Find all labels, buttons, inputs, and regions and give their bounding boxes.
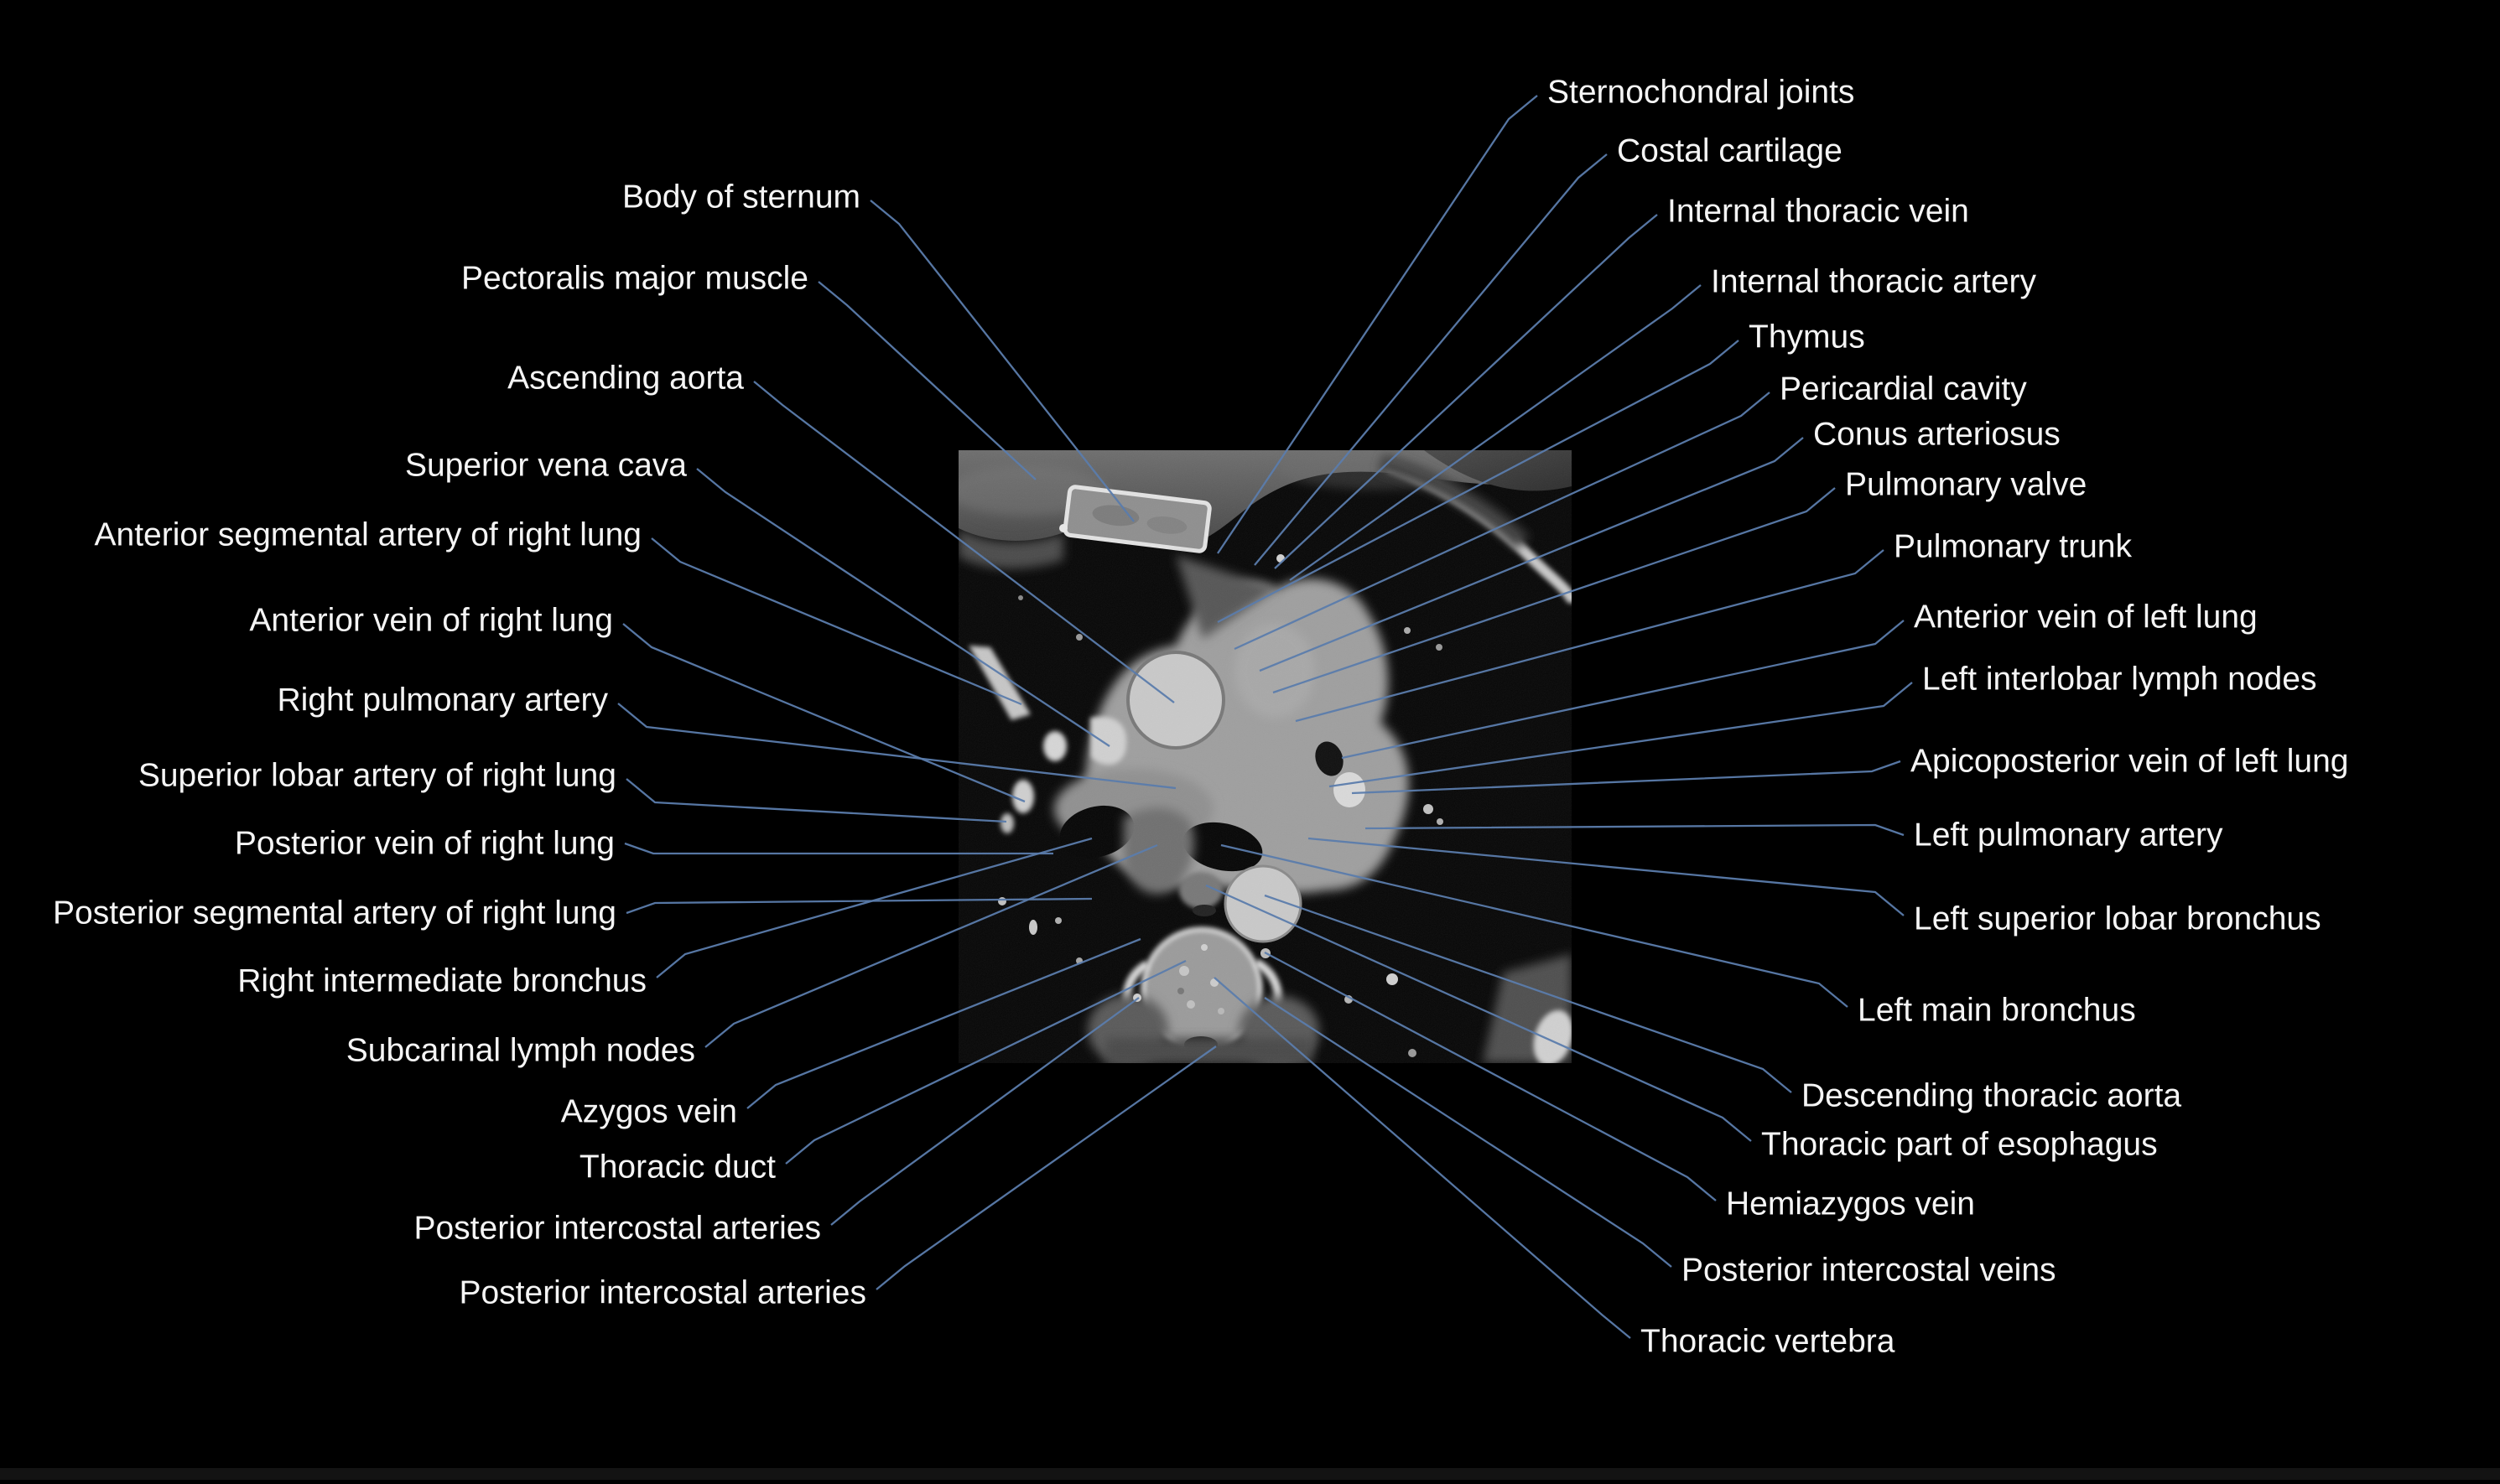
- leader-line: [1264, 894, 1792, 1093]
- leader-line: [746, 937, 1141, 1109]
- anatomy-label: Apicoposterior vein of left lung: [1910, 744, 2348, 780]
- leader-line: [1264, 997, 1672, 1268]
- leader-line: [1214, 977, 1631, 1339]
- leader-line: [1328, 682, 1913, 788]
- leader-line: [656, 837, 1093, 978]
- anatomy-label: Superior vena cava: [405, 448, 687, 484]
- anatomy-label: Conus arteriosus: [1813, 417, 2061, 453]
- leader-line: [622, 623, 1026, 803]
- leader-line: [626, 778, 1007, 823]
- leader-line: [1254, 153, 1608, 566]
- anatomy-label: Anterior segmental artery of right lung: [95, 517, 642, 553]
- anatomy-label: Pulmonary valve: [1845, 467, 2087, 503]
- leader-line: [1259, 437, 1804, 672]
- leader-line: [785, 959, 1187, 1165]
- axial-chest-ct-slice: [959, 450, 1572, 1063]
- anatomy-label: Superior lobar artery of right lung: [138, 758, 616, 794]
- anatomy-label: Anterior vein of right lung: [249, 603, 613, 639]
- leader-line: [1217, 340, 1739, 624]
- anatomy-label: Ascending aorta: [507, 361, 744, 397]
- leader-line: [651, 537, 1022, 706]
- leader-line: [1364, 823, 1905, 837]
- leader-line: [830, 997, 1140, 1226]
- anatomy-label: Internal thoracic vein: [1667, 194, 1969, 230]
- leader-line: [870, 200, 1135, 522]
- anatomy-label: Sternochondral joints: [1547, 75, 1854, 111]
- anatomy-label: Left interlobar lymph nodes: [1922, 662, 2316, 698]
- anatomy-label: Hemiazygos vein: [1726, 1186, 1975, 1222]
- anatomy-label: Pericardial cavity: [1780, 371, 2027, 407]
- anatomy-label: Thoracic part of esophagus: [1761, 1127, 2158, 1163]
- leader-line: [753, 381, 1175, 703]
- anatomy-label: Azygos vein: [561, 1094, 737, 1130]
- leader-line: [1217, 95, 1538, 554]
- anatomy-label: Subcarinal lymph nodes: [346, 1033, 695, 1069]
- anatomy-label: Posterior intercostal arteries: [413, 1211, 821, 1247]
- leader-line: [624, 842, 1053, 855]
- anatomy-label: Posterior vein of right lung: [235, 826, 615, 862]
- leader-line: [1351, 760, 1901, 795]
- leader-line: [1205, 884, 1752, 1142]
- leader-line: [1274, 214, 1658, 569]
- anatomy-label: Descending thoracic aorta: [1801, 1078, 2181, 1114]
- anatomy-label: Costal cartilage: [1617, 133, 1843, 169]
- anatomy-label: Thoracic duct: [580, 1149, 776, 1186]
- leader-line: [1220, 843, 1848, 1008]
- leader-line: [1341, 620, 1905, 760]
- leader-line: [1272, 487, 1836, 694]
- leader-line: [704, 843, 1158, 1048]
- anatomy-label: Posterior segmental artery of right lung: [53, 895, 616, 931]
- anatomy-label: Left pulmonary artery: [1914, 817, 2223, 854]
- leader-line: [1234, 392, 1770, 651]
- anatomy-label: Right pulmonary artery: [278, 682, 609, 719]
- anatomy-label: Left main bronchus: [1858, 993, 2136, 1029]
- anatomy-label: Thoracic vertebra: [1640, 1324, 1895, 1360]
- leader-line: [1289, 284, 1702, 581]
- anatomy-label: Pectoralis major muscle: [461, 261, 808, 297]
- anatomy-label: Thymus: [1749, 319, 1865, 355]
- anatomy-label: Left superior lobar bronchus: [1914, 901, 2321, 937]
- leader-line: [626, 897, 1093, 915]
- anatomy-label: Body of sternum: [622, 179, 860, 215]
- leader-line: [1295, 549, 1884, 723]
- anatomy-label: Right intermediate bronchus: [237, 963, 647, 999]
- anatomy-label: Posterior intercostal arteries: [459, 1275, 866, 1311]
- leader-line: [696, 468, 1110, 747]
- bottom-strip: [0, 1468, 2500, 1480]
- leader-line: [617, 703, 1177, 790]
- anatomy-label: Pulmonary trunk: [1894, 529, 2132, 565]
- anatomy-label: Anterior vein of left lung: [1914, 599, 2258, 636]
- leader-line: [818, 281, 1037, 480]
- leader-line: [1264, 951, 1717, 1201]
- leader-line: [876, 1046, 1217, 1290]
- leader-line: [1307, 837, 1905, 916]
- anatomy-label: Posterior intercostal veins: [1681, 1253, 2056, 1289]
- anatomy-label: Internal thoracic artery: [1711, 264, 2037, 300]
